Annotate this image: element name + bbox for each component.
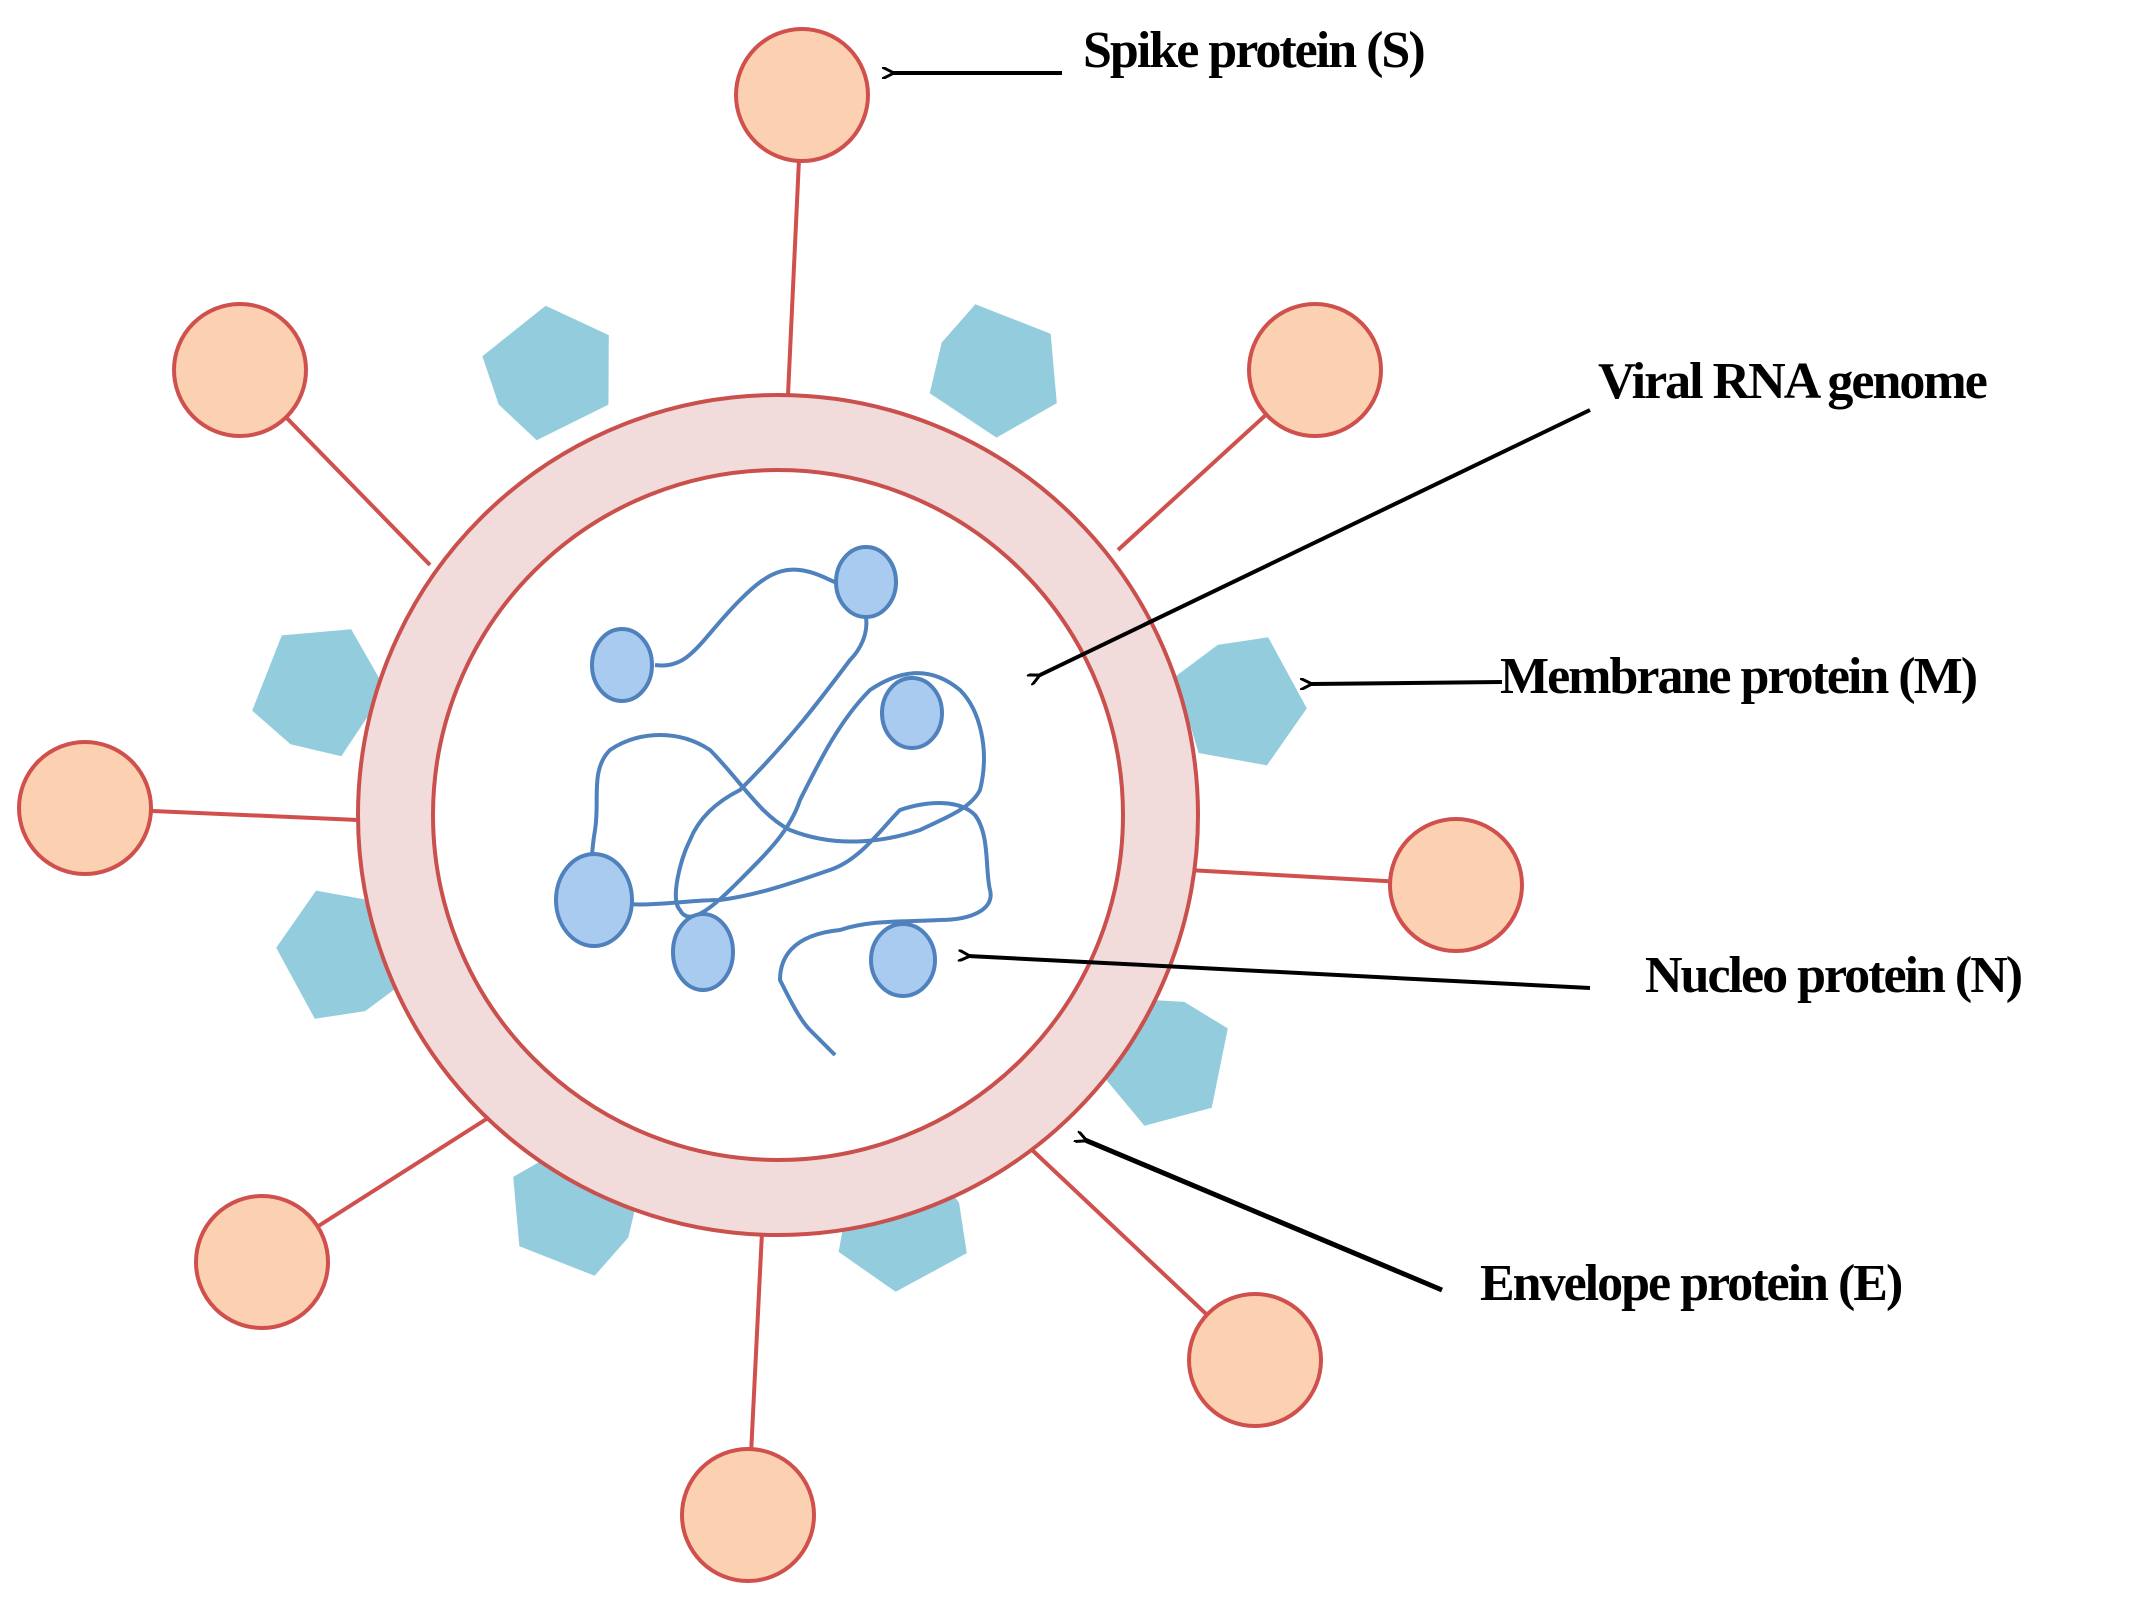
membrane-protein-icon	[1175, 637, 1307, 766]
spike-protein-icon	[172, 302, 308, 438]
nucleo-proteins	[554, 545, 944, 998]
nucleo-protein-icon	[671, 912, 735, 992]
envelope-arrow	[1085, 1140, 1443, 1293]
rna-genome	[589, 567, 993, 1057]
viral-rna-genome-label: Viral RNA genome	[1598, 353, 1987, 410]
membrane-protein-icon	[482, 305, 609, 441]
spike-protein-icon	[1388, 817, 1524, 953]
spike-protein-icon	[680, 1447, 816, 1583]
nucleo-protein-icon	[880, 676, 944, 750]
membrane-protein-icon	[252, 629, 386, 757]
spike-heads	[17, 27, 1524, 1583]
membrane-arrow	[1310, 682, 1503, 684]
nucleo-protein-icon	[869, 922, 937, 998]
nucleo-arrow	[968, 956, 1591, 990]
nucleo-protein-label: Nucleo protein (N)	[1645, 947, 2022, 1004]
membrane-protein-icon	[929, 304, 1057, 438]
spike-protein-icon	[17, 740, 153, 876]
arrows	[892, 73, 1591, 1293]
spike-protein-icon	[734, 27, 870, 163]
nucleo-protein-icon	[834, 545, 898, 619]
rna-strand	[589, 567, 993, 1057]
spike-protein-label: Spike protein (S)	[1083, 22, 1424, 79]
labels: Spike protein (S) Viral RNA genome Membr…	[1083, 22, 2024, 1312]
spike-protein-icon	[194, 1194, 330, 1330]
spike-protein-icon	[1247, 302, 1383, 438]
rna-arrow	[1038, 408, 1591, 676]
viral-envelope	[356, 393, 1200, 1237]
nucleo-protein-icon	[554, 852, 634, 948]
envelope-protein-label: Envelope protein (E)	[1480, 1255, 1902, 1312]
nucleo-protein-icon	[590, 627, 654, 703]
membrane-protein-label: Membrane protein (M)	[1500, 648, 1977, 705]
spike-protein-icon	[1187, 1292, 1323, 1428]
